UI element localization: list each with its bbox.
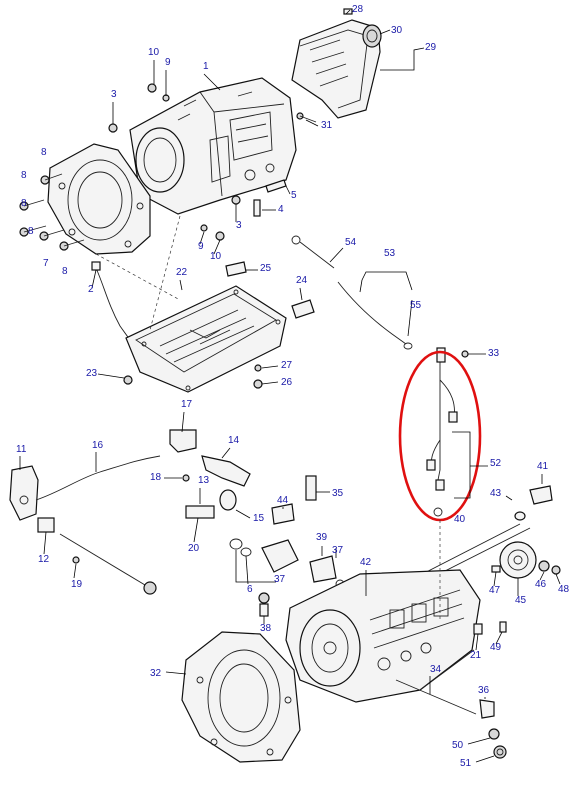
callout-leaders	[19, 9, 561, 763]
callout-10: 10	[148, 47, 160, 58]
callout-8: 8	[62, 266, 68, 277]
callout-6: 6	[247, 584, 253, 595]
callout-27: 27	[281, 360, 293, 371]
callout-40: 40	[454, 514, 466, 525]
transmission-assembly-lower	[285, 569, 483, 703]
assembly-centerlines	[95, 215, 441, 620]
callout-3: 3	[236, 220, 242, 231]
callout-17: 17	[181, 399, 193, 410]
callout-19: 19	[71, 579, 83, 590]
callout-14: 14	[228, 435, 240, 446]
wiring-harness-52	[426, 347, 469, 517]
output-gear-45	[491, 541, 561, 633]
callout-16: 16	[92, 440, 104, 451]
callout-50: 50	[452, 740, 464, 751]
shift-linkage	[9, 429, 317, 595]
callout-26: 26	[281, 377, 293, 388]
callout-10: 10	[210, 251, 222, 262]
callout-31: 31	[321, 120, 333, 131]
callout-37: 37	[274, 574, 286, 585]
callout-51: 51	[460, 758, 472, 769]
callout-2: 2	[88, 284, 94, 295]
callout-46: 46	[535, 579, 547, 590]
callout-52: 52	[490, 458, 502, 469]
callout-47: 47	[489, 585, 501, 596]
callout-33: 33	[488, 348, 500, 359]
bolts-upper-left	[19, 83, 317, 251]
callout-23: 23	[86, 368, 98, 379]
callout-43: 43	[490, 488, 502, 499]
filler-tube-2	[91, 261, 131, 341]
callout-49: 49	[490, 642, 502, 653]
bell-housing-upper	[47, 143, 151, 255]
callout-54: 54	[345, 237, 357, 248]
callout-3: 3	[111, 89, 117, 100]
callout-9: 9	[165, 57, 171, 68]
callout-15: 15	[253, 513, 265, 524]
callout-38: 38	[260, 623, 272, 634]
callout-39: 39	[316, 532, 328, 543]
callout-13: 13	[198, 475, 210, 486]
callout-44: 44	[277, 495, 289, 506]
callout-1: 1	[203, 61, 209, 72]
callout-53: 53	[384, 248, 396, 259]
callout-22: 22	[176, 267, 188, 278]
callout-5: 5	[291, 190, 297, 201]
extension-housing-29	[291, 8, 382, 119]
callout-8: 8	[28, 226, 34, 237]
callout-29: 29	[425, 42, 437, 53]
callout-9: 9	[198, 241, 204, 252]
callout-48: 48	[558, 584, 570, 595]
callout-35: 35	[332, 488, 344, 499]
callout-32: 32	[150, 668, 162, 679]
transmission-case-1	[129, 77, 297, 215]
callout-8: 8	[21, 198, 27, 209]
bell-housing-32	[181, 631, 301, 763]
oil-pan-22	[123, 261, 315, 393]
callout-37: 37	[332, 545, 344, 556]
callout-4: 4	[278, 204, 284, 215]
callout-34: 34	[430, 664, 442, 675]
callout-21: 21	[470, 650, 482, 661]
callout-42: 42	[360, 557, 372, 568]
callout-30: 30	[391, 25, 403, 36]
callout-36: 36	[478, 685, 490, 696]
callout-28: 28	[352, 4, 364, 15]
callout-25: 25	[260, 263, 272, 274]
callout-7: 7	[43, 258, 49, 269]
callout-24: 24	[296, 275, 308, 286]
callout-8: 8	[41, 147, 47, 158]
callout-11: 11	[16, 444, 27, 455]
callout-41: 41	[537, 461, 549, 472]
callout-55: 55	[410, 300, 422, 311]
callout-8: 8	[21, 170, 27, 181]
callout-20: 20	[188, 543, 200, 554]
shaft-34-assembly	[395, 679, 507, 759]
callout-12: 12	[38, 554, 50, 565]
dipstick-54-55	[291, 235, 413, 350]
callout-18: 18	[150, 472, 162, 483]
callout-45: 45	[515, 595, 527, 606]
valve-parts	[229, 538, 345, 617]
